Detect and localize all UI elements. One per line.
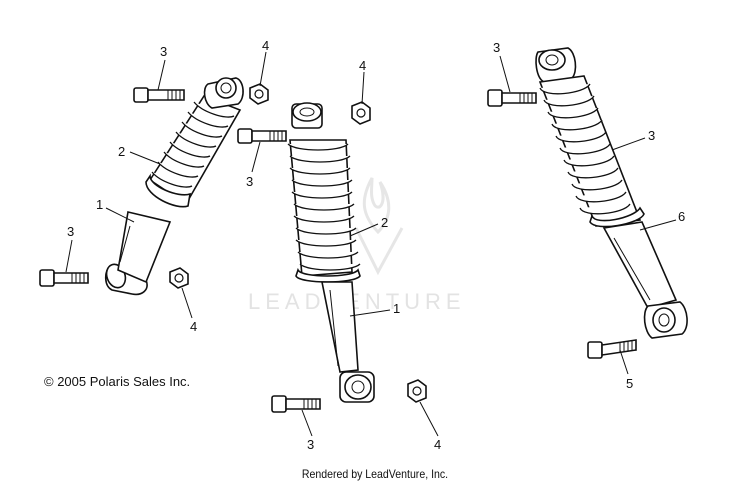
callout-label: 3: [67, 224, 74, 239]
rendered-by-footer: Rendered by LeadVenture, Inc.: [301, 467, 449, 481]
right-shock-absorber[interactable]: [535, 47, 688, 339]
callout-label: 1: [96, 197, 103, 212]
nut-center-bottom[interactable]: [407, 379, 427, 403]
callout-label: 1: [393, 301, 400, 316]
center-shock-absorber[interactable]: [287, 102, 375, 403]
watermark-text: LEADVENTURE: [248, 289, 466, 314]
bolt-center-bottom[interactable]: [271, 395, 321, 413]
bolt-right-bottom[interactable]: [587, 339, 637, 359]
callout-label: 3: [246, 174, 253, 189]
watermark-flame-logo: [354, 177, 404, 276]
left-shock-absorber[interactable]: [103, 77, 244, 296]
callout-label: 2: [381, 215, 388, 230]
callout-label: 5: [626, 376, 633, 391]
callout-label: 4: [359, 58, 366, 73]
leadventure-watermark: LEADVENTURE: [248, 177, 466, 314]
callout-label: 3: [648, 128, 655, 143]
bolt-right-top[interactable]: [487, 89, 537, 107]
nut-center-top[interactable]: [351, 101, 371, 125]
callout-labels: 3 4 4 3 2 3 1 3 4 2 1 3 4 3 6 5: [67, 38, 685, 452]
callout-label: 4: [190, 319, 197, 334]
callout-label: 2: [118, 144, 125, 159]
callout-label: 6: [678, 209, 685, 224]
bolt-center-top[interactable]: [237, 128, 287, 144]
nut-left-bottom[interactable]: [169, 267, 189, 289]
callout-label: 3: [493, 40, 500, 55]
callout-label: 3: [160, 44, 167, 59]
callout-label: 3: [307, 437, 314, 452]
callout-label: 4: [434, 437, 441, 452]
bolt-left-top[interactable]: [133, 87, 185, 103]
callout-label: 4: [262, 38, 269, 53]
nut-left-top[interactable]: [249, 83, 269, 105]
bolt-left-bottom[interactable]: [39, 269, 89, 287]
copyright-notice: © 2005 Polaris Sales Inc.: [44, 374, 191, 389]
leader-lines: [65, 51, 677, 437]
